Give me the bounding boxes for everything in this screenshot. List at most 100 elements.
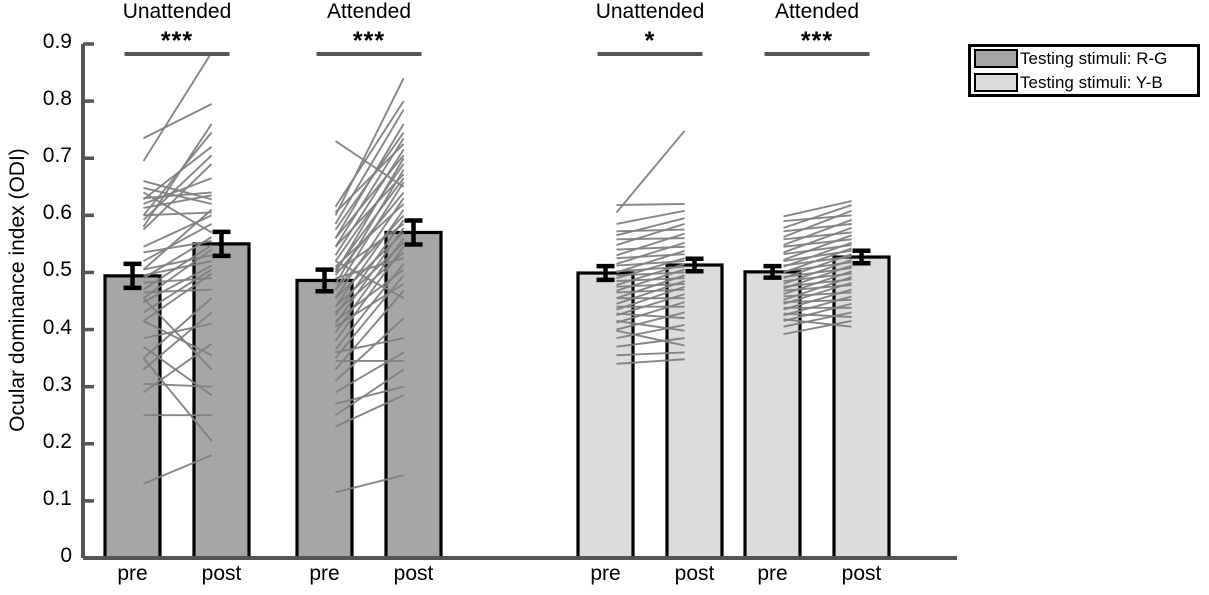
subject-line (616, 265, 685, 273)
subject-line (616, 351, 685, 357)
error-bar (763, 263, 782, 280)
x-tick-label-3-pre: pre (757, 562, 788, 585)
subject-line (142, 272, 213, 322)
subject-line (783, 255, 852, 267)
group-title-1: Attended (326, 0, 412, 23)
x-tick-label-1-pre: pre (309, 562, 340, 585)
x-tick-label-0-pre: pre (117, 562, 148, 585)
subject-line (783, 234, 852, 261)
significance-marker-3: *** (800, 27, 834, 55)
subject-line (334, 274, 405, 359)
subject-line (334, 203, 405, 268)
subject-line (143, 186, 212, 205)
subject-line (783, 311, 852, 328)
subject-line (335, 337, 404, 354)
subject-line (616, 358, 685, 365)
error-bar (852, 248, 871, 266)
subject-line (143, 191, 213, 234)
subject-line (616, 245, 685, 251)
subject-line (334, 191, 405, 276)
x-tick-label-0-post: post (201, 562, 242, 585)
subject-line (334, 214, 405, 291)
subject-line (334, 154, 405, 239)
subject-line (783, 209, 852, 238)
subject-line (616, 232, 685, 257)
subject-line (616, 260, 685, 267)
subject-line (335, 474, 404, 494)
group-title-2: Unattended (595, 0, 705, 23)
error-bar (404, 218, 423, 247)
subject-line (142, 345, 213, 397)
y-tick-label-0p5: 0.5 (42, 258, 72, 282)
error-bar (685, 256, 704, 274)
subject-line (616, 288, 685, 294)
subject-line (334, 209, 405, 308)
group-title-3: Attended (774, 0, 860, 23)
error-bar (315, 267, 334, 294)
subject-line (142, 297, 213, 359)
bar-r-g-unattended-pre (103, 274, 162, 560)
subject-line (143, 240, 212, 254)
significance-marker-0: *** (160, 27, 194, 55)
legend-item-yb: Testing stimuli: Y-B (971, 71, 1197, 95)
subject-line (783, 272, 852, 282)
subject-line (143, 223, 213, 262)
subject-line (335, 351, 405, 394)
subject-line (142, 52, 213, 162)
subject-line (783, 320, 852, 336)
subject-line (616, 209, 685, 225)
x-tick-label-2-pre: pre (590, 562, 621, 585)
subject-line (143, 194, 212, 209)
subject-line (335, 394, 404, 428)
y-tick-label-0p9: 0.9 (42, 30, 72, 53)
subject-line (334, 290, 405, 371)
y-tick-label-0p8: 0.8 (42, 87, 72, 111)
y-tick-label-0: 0 (60, 544, 72, 567)
subject-line (334, 242, 405, 308)
subject-line (143, 264, 213, 303)
x-tick-label-3-post: post (841, 562, 882, 585)
subject-line (143, 454, 212, 485)
subject-line (334, 77, 405, 216)
subject-line (783, 278, 852, 288)
subject-line (616, 241, 685, 265)
subject-line (143, 277, 212, 284)
subject-line (616, 271, 685, 277)
subject-line (783, 214, 852, 222)
subject-line (783, 291, 852, 298)
chart-legend: Testing stimuli: R-G Testing stimuli: Y-… (968, 44, 1200, 97)
subject-line (783, 302, 852, 322)
subject-line (143, 214, 212, 248)
y-tick-label-0p1: 0.1 (42, 486, 72, 510)
subject-line (616, 237, 685, 241)
x-tick-label-1-post: post (393, 562, 434, 585)
legend-label-yb: Testing stimuli: Y-B (1020, 72, 1163, 92)
subject-line (783, 231, 852, 241)
subject-line (616, 217, 685, 237)
subject-line (334, 143, 405, 214)
subject-line (142, 154, 213, 221)
subject-line (335, 385, 404, 405)
y-tick-label-0p2: 0.2 (42, 429, 72, 453)
subject-line (783, 219, 852, 246)
subject-line (143, 103, 213, 140)
subject-line (143, 211, 212, 217)
subject-line (783, 249, 852, 262)
x-tick-label-2-post: post (674, 562, 715, 585)
subject-line (616, 324, 685, 340)
legend-label-rg: Testing stimuli: R-G (1020, 49, 1168, 69)
y-tick-label-0p3: 0.3 (42, 372, 72, 396)
subject-line (143, 254, 212, 271)
subject-line (334, 177, 405, 271)
subject-line (783, 284, 852, 292)
subject-line (334, 368, 405, 417)
subject-line (616, 222, 685, 246)
subject-line (783, 238, 852, 248)
subject-line (616, 329, 685, 347)
subject-line (783, 222, 852, 233)
subject-line (616, 228, 685, 233)
bar-r-g-unattended-post (192, 242, 251, 560)
y-tick-label-0p4: 0.4 (42, 315, 72, 339)
bar-y-b-unattended-post (665, 263, 724, 560)
